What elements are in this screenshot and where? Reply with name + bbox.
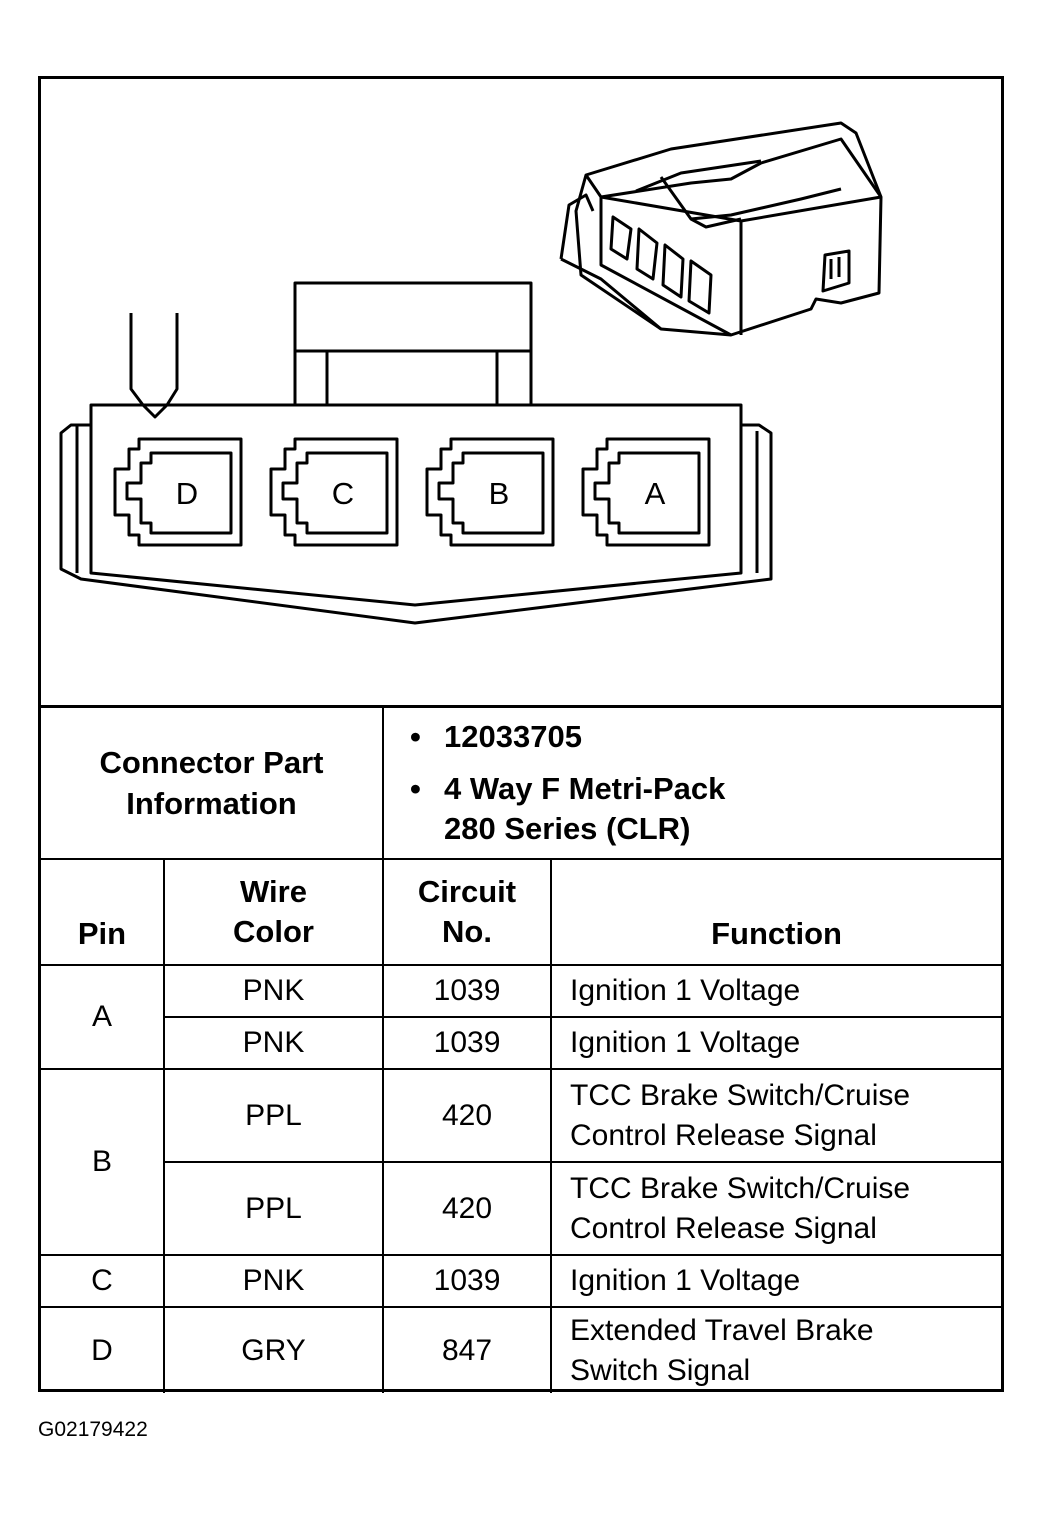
cavity-label-a: A [645, 476, 666, 511]
connector-face-body [59, 403, 773, 625]
function-cell: TCC Brake Switch/Cruise Control Release … [550, 1068, 1002, 1163]
figure-id: G02179422 [38, 1418, 148, 1441]
wire-color-cell: GRY [162, 1306, 385, 1393]
table-row: C PNK 1039 Ignition 1 Voltage [41, 1254, 1002, 1308]
connector-latch [293, 281, 533, 404]
function-cell: Ignition 1 Voltage [550, 1254, 1002, 1308]
table-row: B PPL 420 TCC Brake Switch/Cruise Contro… [41, 1068, 1002, 1256]
header-pin: Pin [41, 858, 165, 966]
circuit-cell: 1039 [382, 1016, 553, 1070]
pin-cell: D [41, 1306, 165, 1393]
function-cell: TCC Brake Switch/Cruise Control Release … [550, 1161, 1002, 1256]
cavity-c: C [269, 437, 399, 547]
header-circuit-no: Circuit No. [382, 858, 553, 966]
connector-diagram: D C B A [59, 121, 883, 625]
part-info-row: Connector Part Information 12033705 4 Wa… [41, 705, 1002, 860]
wire-lead [129, 313, 179, 419]
cavity-b: B [425, 437, 555, 547]
part-info-value-cell: 12033705 4 Way F Metri-Pack 280 Series (… [382, 705, 1002, 860]
cavity-a: A [581, 437, 711, 547]
header-function: Function [550, 858, 1002, 966]
circuit-cell: 1039 [382, 964, 553, 1018]
part-info-label-line2: Information [126, 786, 297, 821]
part-number: 12033705 [410, 717, 1001, 757]
cavity-label-d: D [176, 476, 198, 511]
circuit-cell: 420 [382, 1068, 553, 1163]
cavity-label-b: B [489, 476, 510, 511]
wire-color-cell: PPL [164, 1161, 385, 1256]
table-row: A PNK 1039 Ignition 1 Voltage [41, 964, 1002, 1070]
pin-cell: A [41, 964, 165, 1070]
cavity-label-c: C [332, 476, 354, 511]
part-description-line1: 4 Way F Metri-Pack [410, 769, 1001, 809]
connector-info-frame: D C B A Connector Part Inform [38, 76, 1004, 1393]
circuit-cell: 1039 [382, 1254, 553, 1308]
table-header-row: Pin Wire Color Circuit No. Function [41, 858, 1002, 966]
function-cell: Ignition 1 Voltage [550, 964, 1002, 1018]
wire-color-cell: PNK [164, 1016, 385, 1070]
circuit-cell: 847 [382, 1306, 553, 1393]
connector-3d-view [559, 121, 883, 337]
table-row: PPL 420 TCC Brake Switch/Cruise Control … [41, 1161, 1002, 1256]
pin-cell: B [41, 1068, 165, 1256]
table-row: D GRY 847 Extended Travel Brake Switch S… [41, 1306, 1002, 1393]
table-row: PNK 1039 Ignition 1 Voltage [41, 1016, 1002, 1070]
function-cell: Extended Travel Brake Switch Signal [550, 1306, 1002, 1393]
part-info-label-line1: Connector Part [99, 745, 324, 780]
part-info-label-cell: Connector Part Information [41, 705, 385, 860]
wire-color-cell: PPL [162, 1068, 385, 1163]
connector-info-table: Connector Part Information 12033705 4 Wa… [41, 705, 1002, 1393]
part-description-line2: 280 Series (CLR) [444, 811, 691, 846]
wire-color-cell: PNK [162, 964, 385, 1018]
circuit-cell: 420 [382, 1161, 553, 1256]
cavity-d: D [113, 437, 243, 547]
pin-cell: C [41, 1254, 165, 1308]
header-wire-color: Wire Color [162, 858, 385, 966]
function-cell: Ignition 1 Voltage [550, 1016, 1002, 1070]
wire-color-cell: PNK [162, 1254, 385, 1308]
